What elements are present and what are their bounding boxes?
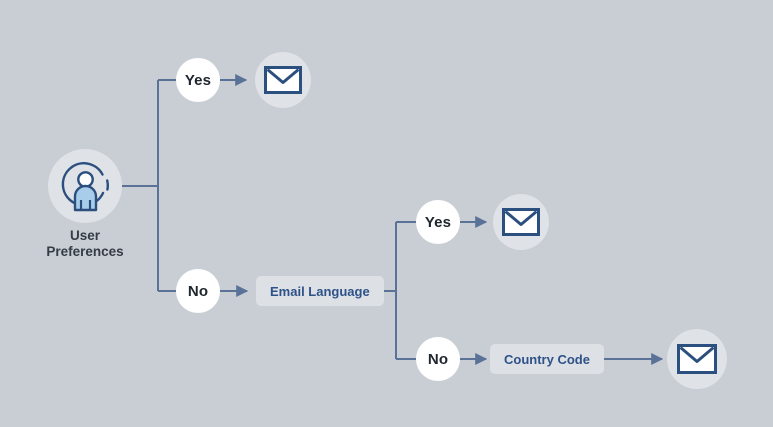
process-country-code[interactable]: Country Code: [490, 344, 604, 374]
user-preferences-caption: User Preferences: [10, 228, 160, 260]
badge-yes-top[interactable]: Yes: [176, 58, 220, 102]
badge-no-first[interactable]: No: [176, 269, 220, 313]
email-output-top[interactable]: [255, 52, 311, 108]
process-email-language[interactable]: Email Language: [256, 276, 384, 306]
envelope-icon: [264, 66, 302, 94]
envelope-icon: [677, 344, 717, 374]
badge-no-second[interactable]: No: [416, 337, 460, 381]
badge-yes-middle[interactable]: Yes: [416, 200, 460, 244]
user-preferences-node[interactable]: [48, 149, 122, 223]
user-caption-line-2: Preferences: [46, 244, 124, 259]
user-circle-icon: [61, 162, 109, 212]
email-output-middle[interactable]: [493, 194, 549, 250]
user-caption-line-1: User: [69, 228, 101, 243]
envelope-icon: [502, 208, 540, 236]
email-output-bottom[interactable]: [667, 329, 727, 389]
